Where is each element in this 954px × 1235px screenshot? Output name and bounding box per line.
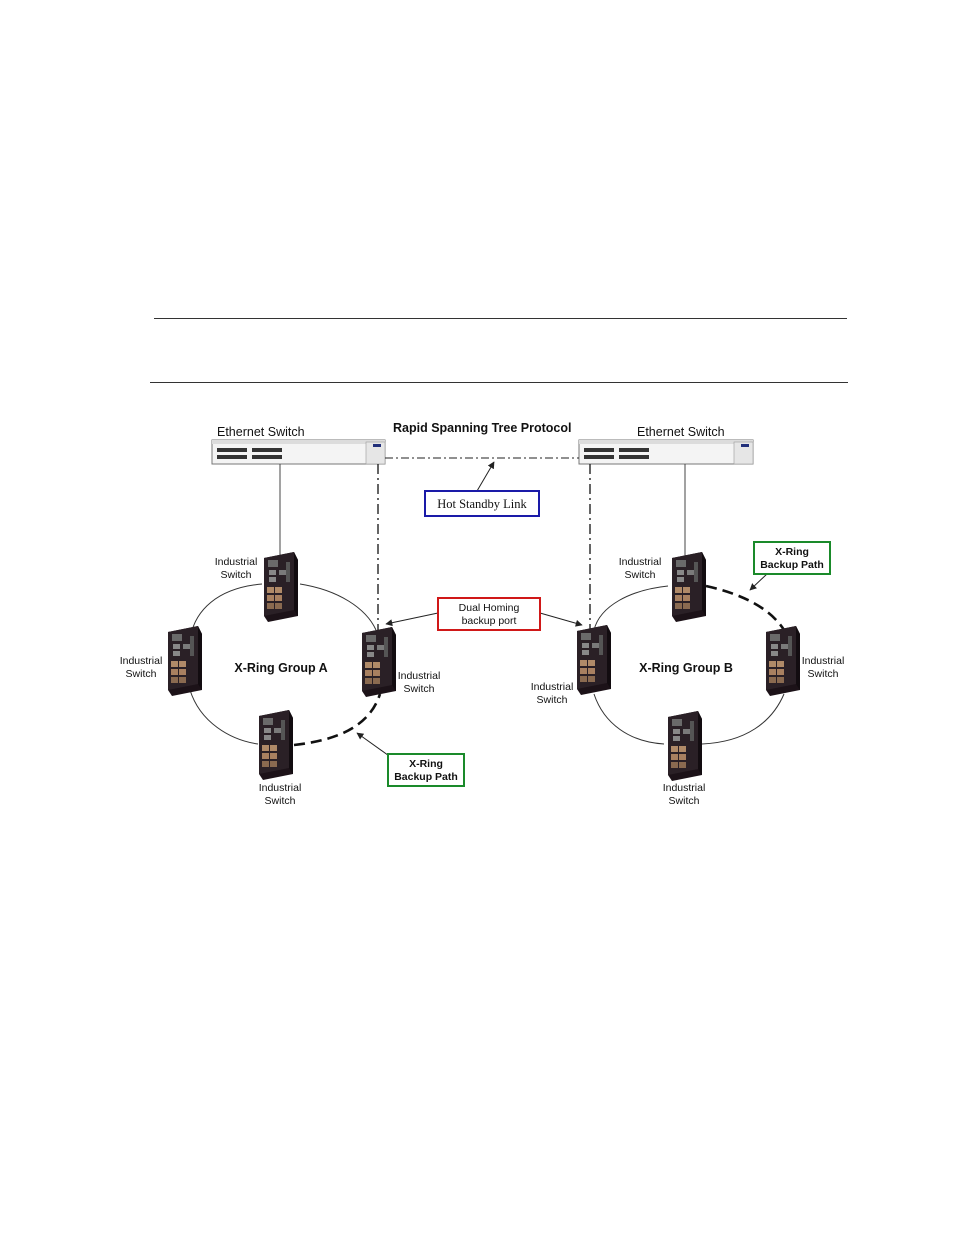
ring-a-backup-path xyxy=(293,693,382,747)
industrial-switch-b-bottom xyxy=(668,711,702,781)
backup-path-a-box xyxy=(387,753,465,787)
ring-b xyxy=(593,585,785,745)
svg-text:Switch: Switch xyxy=(404,683,435,695)
switch-label-b-top: Industrial Switch xyxy=(619,556,662,581)
svg-text:Industrial: Industrial xyxy=(120,655,163,667)
industrial-switch-b-right xyxy=(766,626,800,696)
industrial-switch-a-top xyxy=(264,552,298,622)
backup-path-a-line2: Backup Path xyxy=(394,771,458,783)
svg-text:Industrial: Industrial xyxy=(215,556,258,568)
group-b-label: X-Ring Group B xyxy=(639,661,733,675)
svg-text:Industrial: Industrial xyxy=(663,782,706,794)
backup-path-b-box xyxy=(753,541,831,575)
switch-label-a-top: Industrial Switch xyxy=(215,556,258,581)
dual-homing-label-line2: backup port xyxy=(462,615,517,627)
dual-homing-label-line1: Dual Homing xyxy=(459,602,520,614)
group-a-label: X-Ring Group A xyxy=(234,661,327,675)
backup-path-b-pointer xyxy=(749,572,769,591)
backup-path-b-line2: Backup Path xyxy=(760,559,824,571)
switch-label-b-right: Industrial Switch xyxy=(802,655,845,680)
svg-text:Industrial: Industrial xyxy=(259,782,302,794)
diagram-title: Rapid Spanning Tree Protocol xyxy=(393,421,572,435)
svg-text:Switch: Switch xyxy=(808,668,839,680)
dual-homing-box xyxy=(437,597,541,631)
bottom-rule xyxy=(150,382,848,383)
svg-text:Industrial: Industrial xyxy=(531,681,574,693)
industrial-switch-a-right xyxy=(362,627,396,697)
ethernet-switch-left xyxy=(211,439,386,465)
switch-label-b-left: Industrial Switch xyxy=(531,681,574,706)
svg-text:Switch: Switch xyxy=(265,795,296,807)
ethernet-switch-left-label: Ethernet Switch xyxy=(217,425,305,439)
ethernet-switch-right xyxy=(578,439,754,465)
svg-text:Switch: Switch xyxy=(537,694,568,706)
dual-homing-pointer-left xyxy=(385,612,439,627)
hot-standby-box xyxy=(424,490,540,517)
svg-text:Industrial: Industrial xyxy=(619,556,662,568)
backup-path-a-pointer xyxy=(356,732,393,759)
svg-text:Switch: Switch xyxy=(625,569,656,581)
industrial-switch-b-top xyxy=(672,552,706,622)
switch-label-a-right: Industrial Switch xyxy=(398,670,441,695)
industrial-switch-a-left xyxy=(168,626,202,696)
ethernet-switch-right-label: Ethernet Switch xyxy=(637,425,725,439)
svg-text:Industrial: Industrial xyxy=(398,670,441,682)
svg-text:Switch: Switch xyxy=(126,668,157,680)
ring-b-backup-path xyxy=(705,584,786,631)
svg-text:Switch: Switch xyxy=(221,569,252,581)
switch-label-b-bottom: Industrial Switch xyxy=(663,782,706,807)
industrial-switch-b-left xyxy=(577,625,611,695)
industrial-switch-a-bottom xyxy=(259,710,293,780)
hot-standby-label: Hot Standby Link xyxy=(437,497,527,511)
svg-text:Switch: Switch xyxy=(669,795,700,807)
top-rule xyxy=(154,318,847,319)
switch-label-a-left: Industrial Switch xyxy=(120,655,163,680)
backup-path-a-line1: X-Ring xyxy=(409,758,443,770)
backup-path-b-line1: X-Ring xyxy=(775,546,809,558)
hot-standby-pointer xyxy=(476,461,495,492)
dual-homing-pointer-right xyxy=(539,612,583,627)
switch-label-a-bottom: Industrial Switch xyxy=(259,782,302,807)
svg-text:Industrial: Industrial xyxy=(802,655,845,667)
